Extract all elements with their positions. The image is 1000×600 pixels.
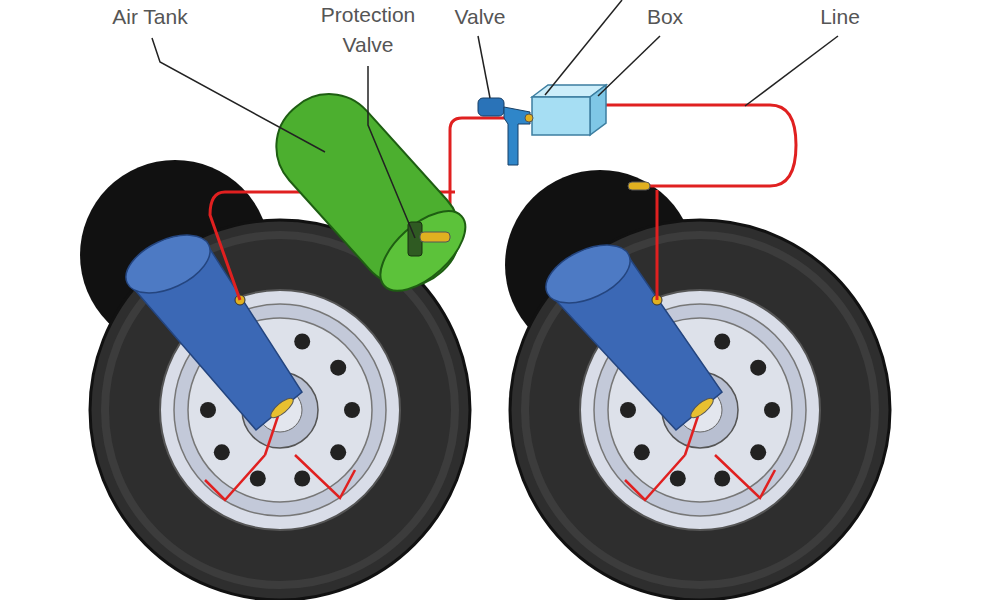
part-label: Valve xyxy=(440,2,520,32)
air-line xyxy=(600,105,796,186)
wheel xyxy=(510,220,890,600)
leader-line xyxy=(745,36,838,106)
fitting xyxy=(525,114,533,122)
tank-end xyxy=(367,197,479,305)
valve-stem xyxy=(268,395,296,421)
valve-body xyxy=(478,98,504,116)
control-box-front xyxy=(532,97,590,135)
fitting xyxy=(628,182,650,190)
leader-line xyxy=(545,0,622,95)
control-box-side xyxy=(590,85,606,135)
leader-line xyxy=(598,36,660,96)
part-label: Air Tank xyxy=(88,2,212,32)
part-label: Line xyxy=(805,2,875,32)
part-label: Box xyxy=(630,2,700,32)
axle-arm-end xyxy=(117,223,219,305)
air-line xyxy=(656,190,659,300)
valve-stem xyxy=(688,395,716,421)
part-label: Protection Valve xyxy=(305,0,431,60)
axle-arm-end xyxy=(537,233,639,315)
leader-line xyxy=(152,38,325,152)
leader-line xyxy=(478,36,490,98)
fitting xyxy=(420,232,450,242)
leader-line xyxy=(368,66,415,238)
